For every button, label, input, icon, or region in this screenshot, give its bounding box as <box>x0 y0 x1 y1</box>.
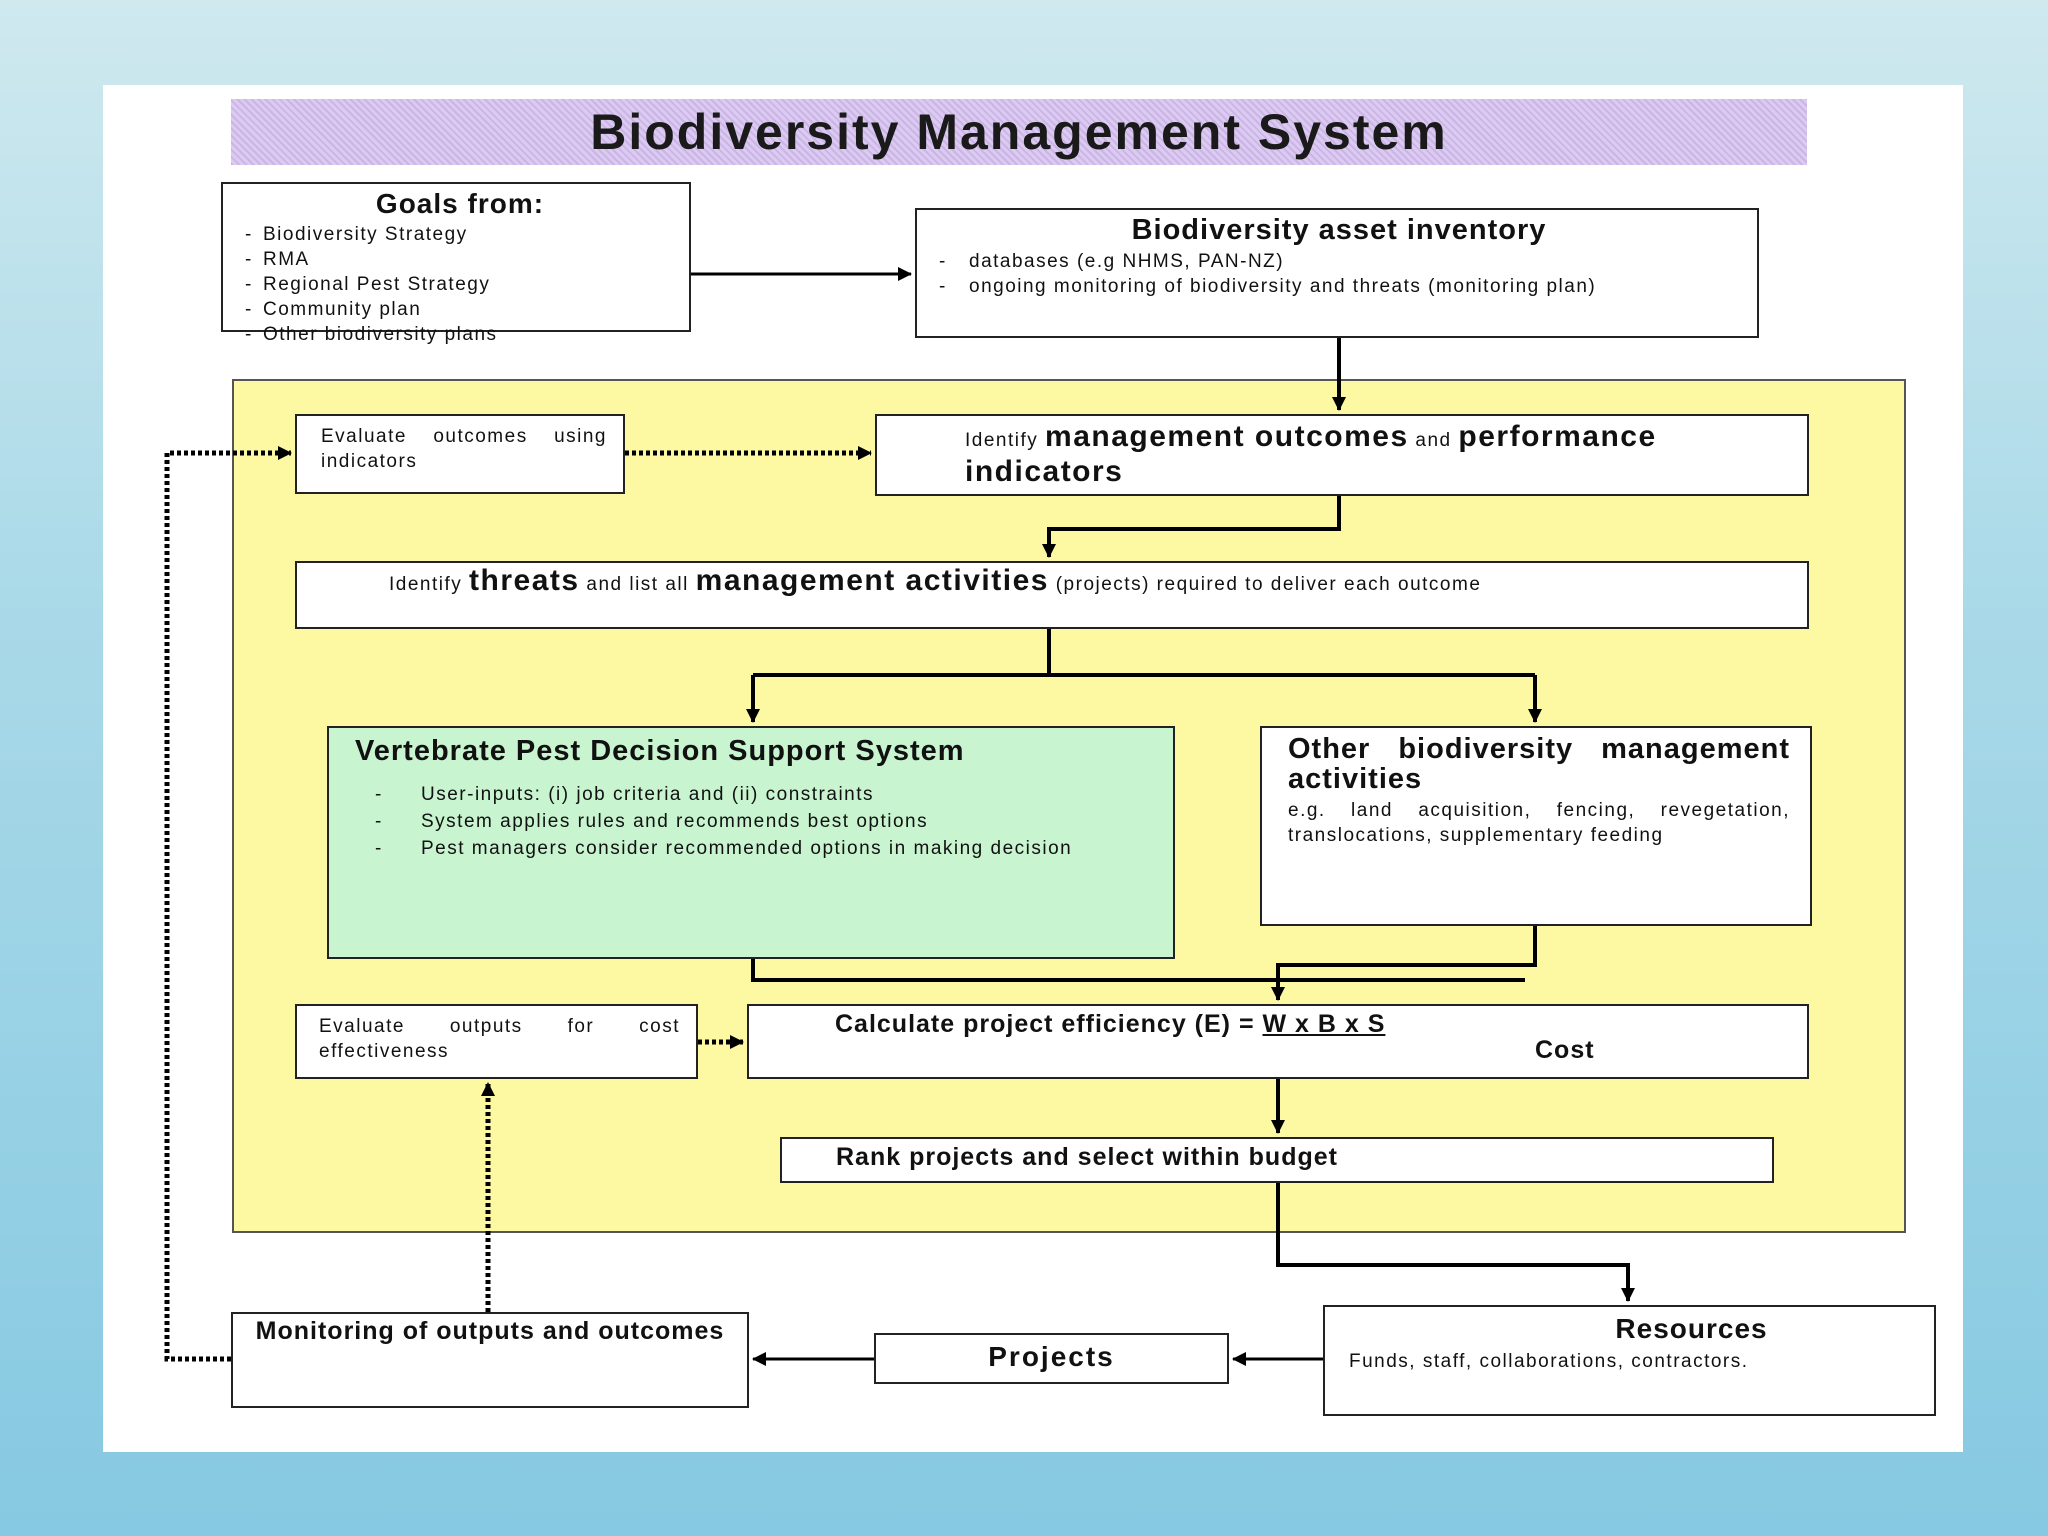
goals-item: RMA <box>241 247 679 272</box>
rank-projects-box: Rank projects and select within budget <box>780 1137 1774 1183</box>
evaluate-outputs-text: Evaluate outputs for cost effectiveness <box>319 1016 680 1062</box>
goals-item: Biodiversity Strategy <box>241 222 679 247</box>
identify-threats-prefix: Identify <box>389 574 470 595</box>
resources-text: Funds, staff, collaborations, contractor… <box>1349 1351 1749 1372</box>
calculate-efficiency-numerator: W x B x S <box>1262 1010 1386 1038</box>
identify-outcomes-bold1: management outcomes <box>1045 420 1409 453</box>
projects-box: Projects <box>874 1333 1229 1384</box>
calculate-efficiency-denominator: Cost <box>1535 1036 1595 1064</box>
resources-box: Resources Funds, staff, collaborations, … <box>1323 1305 1936 1416</box>
evaluate-outcomes-text: Evaluate outcomes using indicators <box>321 426 607 472</box>
identify-threats-mid: and list all <box>579 574 696 595</box>
goals-item: Other biodiversity plans <box>241 322 679 347</box>
vertebrate-pest-box: Vertebrate Pest Decision Support System … <box>327 726 1175 959</box>
vertebrate-pest-heading: Vertebrate Pest Decision Support System <box>355 735 965 767</box>
inventory-item: databases (e.g NHMS, PAN-NZ) <box>935 249 1743 274</box>
goals-box: Goals from: Biodiversity Strategy RMA Re… <box>221 182 691 347</box>
other-activities-text: e.g. land acquisition, fencing, revegeta… <box>1288 800 1790 846</box>
goals-heading: Goals from: <box>375 188 545 219</box>
merge-to-calculate-arrow <box>1271 926 1537 1001</box>
slide: Biodiversity Management System Goals fro… <box>103 85 1963 1452</box>
identify-outcomes-bold2: performance indicators <box>965 420 1657 488</box>
monitoring-text: Monitoring of outputs and outcomes <box>255 1317 725 1345</box>
inventory-list: databases (e.g NHMS, PAN-NZ) ongoing mon… <box>935 249 1743 299</box>
outcomes-to-threats-arrow <box>1042 496 1341 558</box>
vertebrate-pest-item: System applies rules and recommends best… <box>355 809 1153 834</box>
inventory-item: ongoing monitoring of biodiversity and t… <box>935 274 1743 299</box>
inventory-heading: Biodiversity asset inventory <box>1131 214 1547 246</box>
other-activities-heading: Other biodiversity management activities <box>1288 733 1790 795</box>
vertebrate-pest-list: User-inputs: (i) job criteria and (ii) c… <box>355 782 1153 861</box>
identify-threats-bold1: threats <box>469 564 580 597</box>
evaluate-outputs-box: Evaluate outputs for cost effectiveness <box>295 1004 698 1079</box>
calculate-efficiency-box: Calculate project efficiency (E) = W x B… <box>747 1004 1809 1079</box>
resources-heading: Resources <box>1615 1313 1768 1344</box>
vertebrate-pest-item: Pest managers consider recommended optio… <box>355 836 1153 861</box>
goals-item: Regional Pest Strategy <box>241 272 679 297</box>
projects-text: Projects <box>988 1341 1115 1372</box>
identify-threats-box: Identify threats and list all management… <box>295 561 1809 629</box>
inventory-box: Biodiversity asset inventory databases (… <box>915 208 1759 338</box>
identify-threats-suffix: (projects) required to deliver each outc… <box>1048 574 1482 595</box>
goals-item: Community plan <box>241 297 679 322</box>
evaluate-outcomes-box: Evaluate outcomes using indicators <box>295 414 625 494</box>
vertebrate-pest-item: User-inputs: (i) job criteria and (ii) c… <box>355 782 1153 807</box>
diagram-title: Biodiversity Management System <box>231 99 1807 165</box>
identify-threats-bold2: management activities <box>695 564 1049 597</box>
identify-outcomes-mid: and <box>1408 430 1459 451</box>
other-activities-box: Other biodiversity management activities… <box>1260 726 1812 926</box>
calculate-efficiency-label: Calculate project efficiency (E) = <box>835 1010 1263 1038</box>
vertebrate-merge-line <box>751 959 1525 982</box>
connector-arrows <box>164 267 1635 1366</box>
rank-projects-text: Rank projects and select within budget <box>836 1143 1338 1171</box>
monitoring-box: Monitoring of outputs and outcomes <box>231 1312 749 1408</box>
identify-outcomes-box: Identify management outcomes and perform… <box>875 414 1809 496</box>
identify-outcomes-prefix: Identify <box>965 430 1046 451</box>
goals-list: Biodiversity Strategy RMA Regional Pest … <box>241 222 679 347</box>
monitoring-to-evaluate-outcomes-dotted-arrow <box>164 446 292 1362</box>
rank-to-resources-arrow <box>1276 1183 1635 1302</box>
